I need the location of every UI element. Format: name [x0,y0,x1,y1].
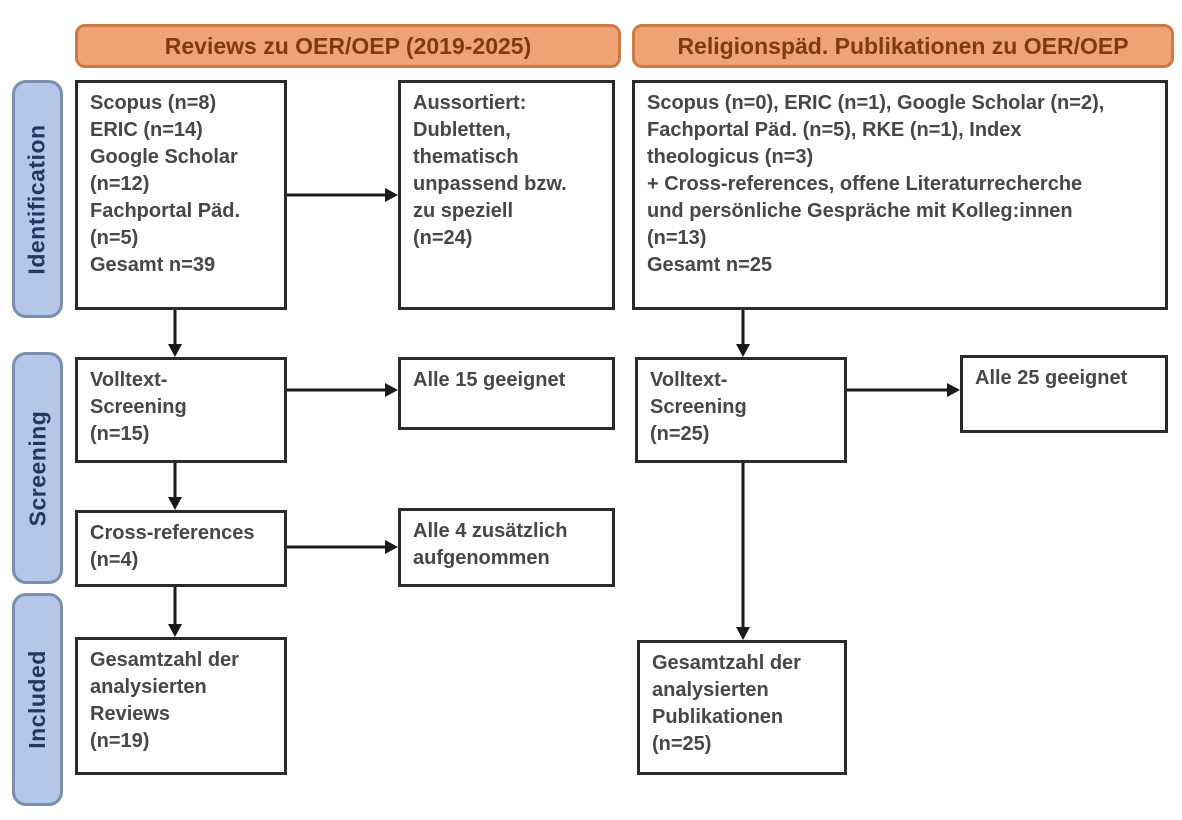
arrow-reviews-crossref-to-included [166,587,184,637]
arrow-reviews-fulltext-to-crossref [166,463,184,510]
arrow-head [385,383,398,397]
column-header-reviews: Reviews zu OER/OEP (2019-2025) [75,24,621,68]
box-reviews-included-text: Gesamtzahl der analysierten Reviews (n=1… [90,649,239,752]
arrow-relpaed-sources-to-fulltext [734,310,752,357]
arrow-relpaed-fulltext-to-result [847,381,960,399]
stage-included-label: Included [24,650,50,749]
box-relpaed-included-text: Gesamtzahl der analysierten Publikatione… [652,652,801,755]
arrow-shaft [287,388,386,392]
arrow-head [168,624,182,637]
arrow-reviews-fulltext-to-result [287,381,398,399]
arrow-shaft [173,587,177,625]
column-header-reviews-label: Reviews zu OER/OEP (2019-2025) [164,32,532,59]
box-reviews-crossref-text: Cross-references (n=4) [90,522,255,571]
arrow-reviews-crossref-to-result [287,538,398,556]
arrow-head [736,344,750,357]
arrow-shaft [741,463,745,628]
arrow-head [168,344,182,357]
box-relpaed-fulltext-result-text: Alle 25 geeignet [975,367,1128,389]
column-header-relpaed: Religionspäd. Publikationen zu OER/OEP [632,24,1174,68]
stage-identification-label: Identification [24,123,50,275]
stage-screening-label: Screening [24,410,50,526]
arrow-reviews-sources-to-fulltext [166,310,184,357]
box-reviews-sources-text: Scopus (n=8) ERIC (n=14) Google Scholar … [90,92,241,276]
box-reviews-fulltext-result: Alle 15 geeignet [398,357,615,430]
arrow-shaft [287,193,386,197]
stage-included: Included [12,593,63,806]
arrow-shaft [287,545,386,549]
box-reviews-sources: Scopus (n=8) ERIC (n=14) Google Scholar … [75,80,287,310]
box-relpaed-fulltext-text: Volltext- Screening (n=25) [650,369,747,445]
arrow-head [168,497,182,510]
box-relpaed-sources-text: Scopus (n=0), ERIC (n=1), Google Scholar… [647,92,1105,276]
box-reviews-fulltext-result-text: Alle 15 geeignet [413,369,566,391]
column-header-relpaed-label: Religionspäd. Publikationen zu OER/OEP [677,32,1129,59]
arrow-head [736,627,750,640]
arrow-reviews-sources-to-excluded [287,186,398,204]
box-reviews-fulltext-text: Volltext- Screening (n=15) [90,369,187,445]
stage-identification: Identification [12,80,63,318]
arrow-shaft [741,310,745,345]
arrow-shaft [173,310,177,345]
box-reviews-crossref-result: Alle 4 zusätzlich aufgenommen [398,508,615,587]
arrow-shaft [847,388,948,392]
arrow-head [385,540,398,554]
box-relpaed-included: Gesamtzahl der analysierten Publikatione… [637,640,847,775]
arrow-head [947,383,960,397]
box-relpaed-sources: Scopus (n=0), ERIC (n=1), Google Scholar… [632,80,1168,310]
box-relpaed-fulltext: Volltext- Screening (n=25) [635,357,847,463]
box-reviews-excluded-text: Aussortiert: Dubletten, thematisch unpas… [413,92,567,249]
box-reviews-fulltext: Volltext- Screening (n=15) [75,357,287,463]
arrow-shaft [173,463,177,498]
box-reviews-crossref: Cross-references (n=4) [75,510,287,587]
box-relpaed-fulltext-result: Alle 25 geeignet [960,355,1168,433]
stage-screening: Screening [12,352,63,584]
arrow-relpaed-fulltext-to-included [734,463,752,640]
box-reviews-excluded: Aussortiert: Dubletten, thematisch unpas… [398,80,615,310]
arrow-head [385,188,398,202]
box-reviews-crossref-result-text: Alle 4 zusätzlich aufgenommen [413,520,568,569]
box-reviews-included: Gesamtzahl der analysierten Reviews (n=1… [75,637,287,775]
